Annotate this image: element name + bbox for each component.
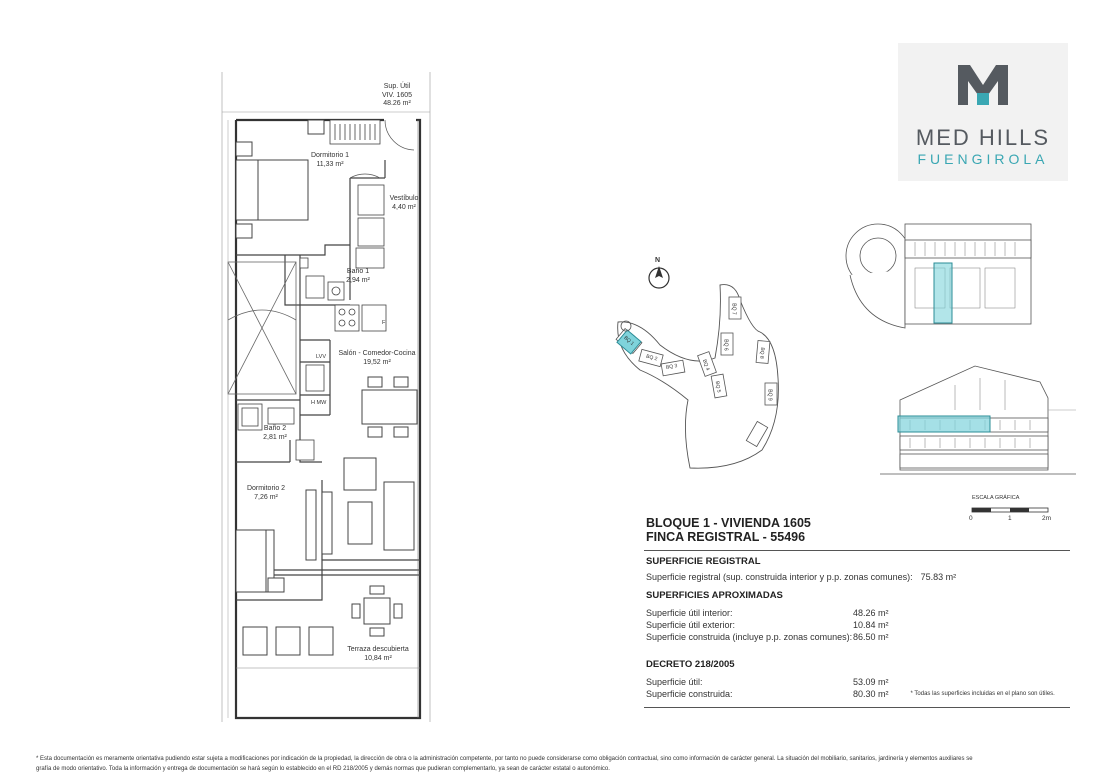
room-name: Terraza descubierta [347, 646, 409, 653]
section-decreto: DECRETO 218/2005 [646, 659, 735, 670]
registral-label: Superficie registral (sup. construida in… [646, 572, 913, 582]
decreto-value: 53.09 m² [853, 677, 889, 687]
room-label-bano-1: Baño 1 2,94 m² [340, 267, 376, 285]
room-area: 19,52 m² [363, 359, 391, 366]
sup-util-title: Sup. Útil [383, 83, 411, 90]
scale-tick-2: 2m [1042, 515, 1052, 522]
sup-util-area: 48.26 m² [383, 100, 411, 107]
section-aprox: SUPERFICIES APROXIMADAS [646, 590, 783, 601]
room-area: 11,33 m² [316, 161, 344, 168]
scale-tick-1: 1 [1008, 515, 1012, 522]
brand-name: MED HILLS [915, 125, 1051, 150]
aprox-list: Superficie útil interior: 48.26 m² Super… [646, 608, 1070, 644]
room-label-terraza: Terraza descubierta 10,84 m² [335, 645, 421, 663]
room-label-dormitorio-1: Dormitorio 1 11,33 m² [300, 151, 360, 169]
scale-label: ESCALA GRÁFICA [972, 495, 1020, 501]
brand-logo: MED HILLS FUENGIROLA [898, 43, 1068, 181]
unit-title: BLOQUE 1 - VIVIENDA 1605 [646, 516, 811, 530]
scale-tick-0: 0 [969, 515, 973, 522]
room-label-bano-2: Baño 2 2,81 m² [257, 424, 293, 442]
registral-value: 75.83 m² [920, 572, 957, 582]
decreto-label: Superficie construida: [646, 689, 733, 699]
appliance-fridge: F [382, 320, 386, 326]
aprox-row: Superficie útil exterior: 10.84 m² [646, 620, 1070, 632]
decreto-label: Superficie útil: [646, 677, 703, 687]
disclaimer: * Esta documentación es meramente orient… [36, 754, 1076, 774]
north-label: N [655, 257, 661, 264]
aprox-label: Superficie construida (incluye p.p. zona… [646, 632, 853, 642]
aprox-row: Superficie útil interior: 48.26 m² [646, 608, 1070, 620]
room-area: 7,26 m² [254, 494, 278, 501]
room-name: Dormitorio 2 [246, 485, 286, 492]
aprox-value: 86.50 m² [853, 632, 889, 642]
room-label-dormitorio-2: Dormitorio 2 7,26 m² [236, 484, 296, 502]
brand-location: FUENGIROLA [917, 151, 1049, 167]
sup-util-unit: VIV. 1605 [381, 91, 413, 99]
aprox-label: Superficie útil interior: [646, 608, 733, 618]
room-label-vestibulo: Vestíbulo 4,40 m² [386, 194, 422, 212]
unit-registry: FINCA REGISTRAL - 55496 [646, 530, 806, 544]
unit-info: BLOQUE 1 - VIVIENDA 1605 FINCA REGISTRAL… [644, 516, 1070, 708]
decreto-row: Superficie construida: 80.30 m² * Todas … [646, 689, 1070, 701]
room-name: Baño 1 [346, 268, 370, 275]
disclaimer-line-1: * Esta documentación es meramente orient… [36, 756, 973, 762]
aprox-value: 48.26 m² [853, 608, 889, 618]
section-registral: SUPERFICIE REGISTRAL [646, 556, 761, 567]
room-name: Dormitorio 1 [310, 152, 350, 159]
decreto-row: Superficie útil: 53.09 m² [646, 677, 1070, 689]
room-area: 2,94 m² [346, 277, 370, 284]
med-hills-mark-icon [958, 65, 1008, 105]
decreto-value: 80.30 m² [853, 689, 889, 699]
room-label-salon: Salón - Comedor-Cocina 19,52 m² [334, 349, 420, 367]
divider [644, 707, 1070, 708]
room-area: 2,81 m² [263, 434, 287, 441]
aprox-row: Superficie construida (incluye p.p. zona… [646, 632, 1070, 644]
registral-row: Superficie registral (sup. construida in… [646, 572, 1070, 582]
aprox-value: 10.84 m² [853, 620, 889, 630]
aprox-label: Superficie útil exterior: [646, 620, 736, 630]
divider [644, 550, 1070, 551]
appliance-lvv: LVV [316, 354, 326, 360]
room-area: 10,84 m² [364, 655, 392, 662]
sup-util-label: Sup. Útil VIV. 1605 48.26 m² [372, 83, 422, 109]
disclaimer-line-2: grafía de modo orientativo. Toda la info… [36, 766, 610, 772]
decreto-list: Superficie útil: 53.09 m² Superficie con… [646, 677, 1070, 701]
room-name: Salón - Comedor-Cocina [338, 350, 416, 357]
room-name: Vestíbulo [389, 195, 419, 202]
surface-note: * Todas las superficies incluidas en el … [910, 691, 1055, 697]
room-name: Baño 2 [263, 425, 287, 432]
room-area: 4,40 m² [392, 204, 416, 211]
appliance-hmw: H MW [311, 400, 327, 406]
